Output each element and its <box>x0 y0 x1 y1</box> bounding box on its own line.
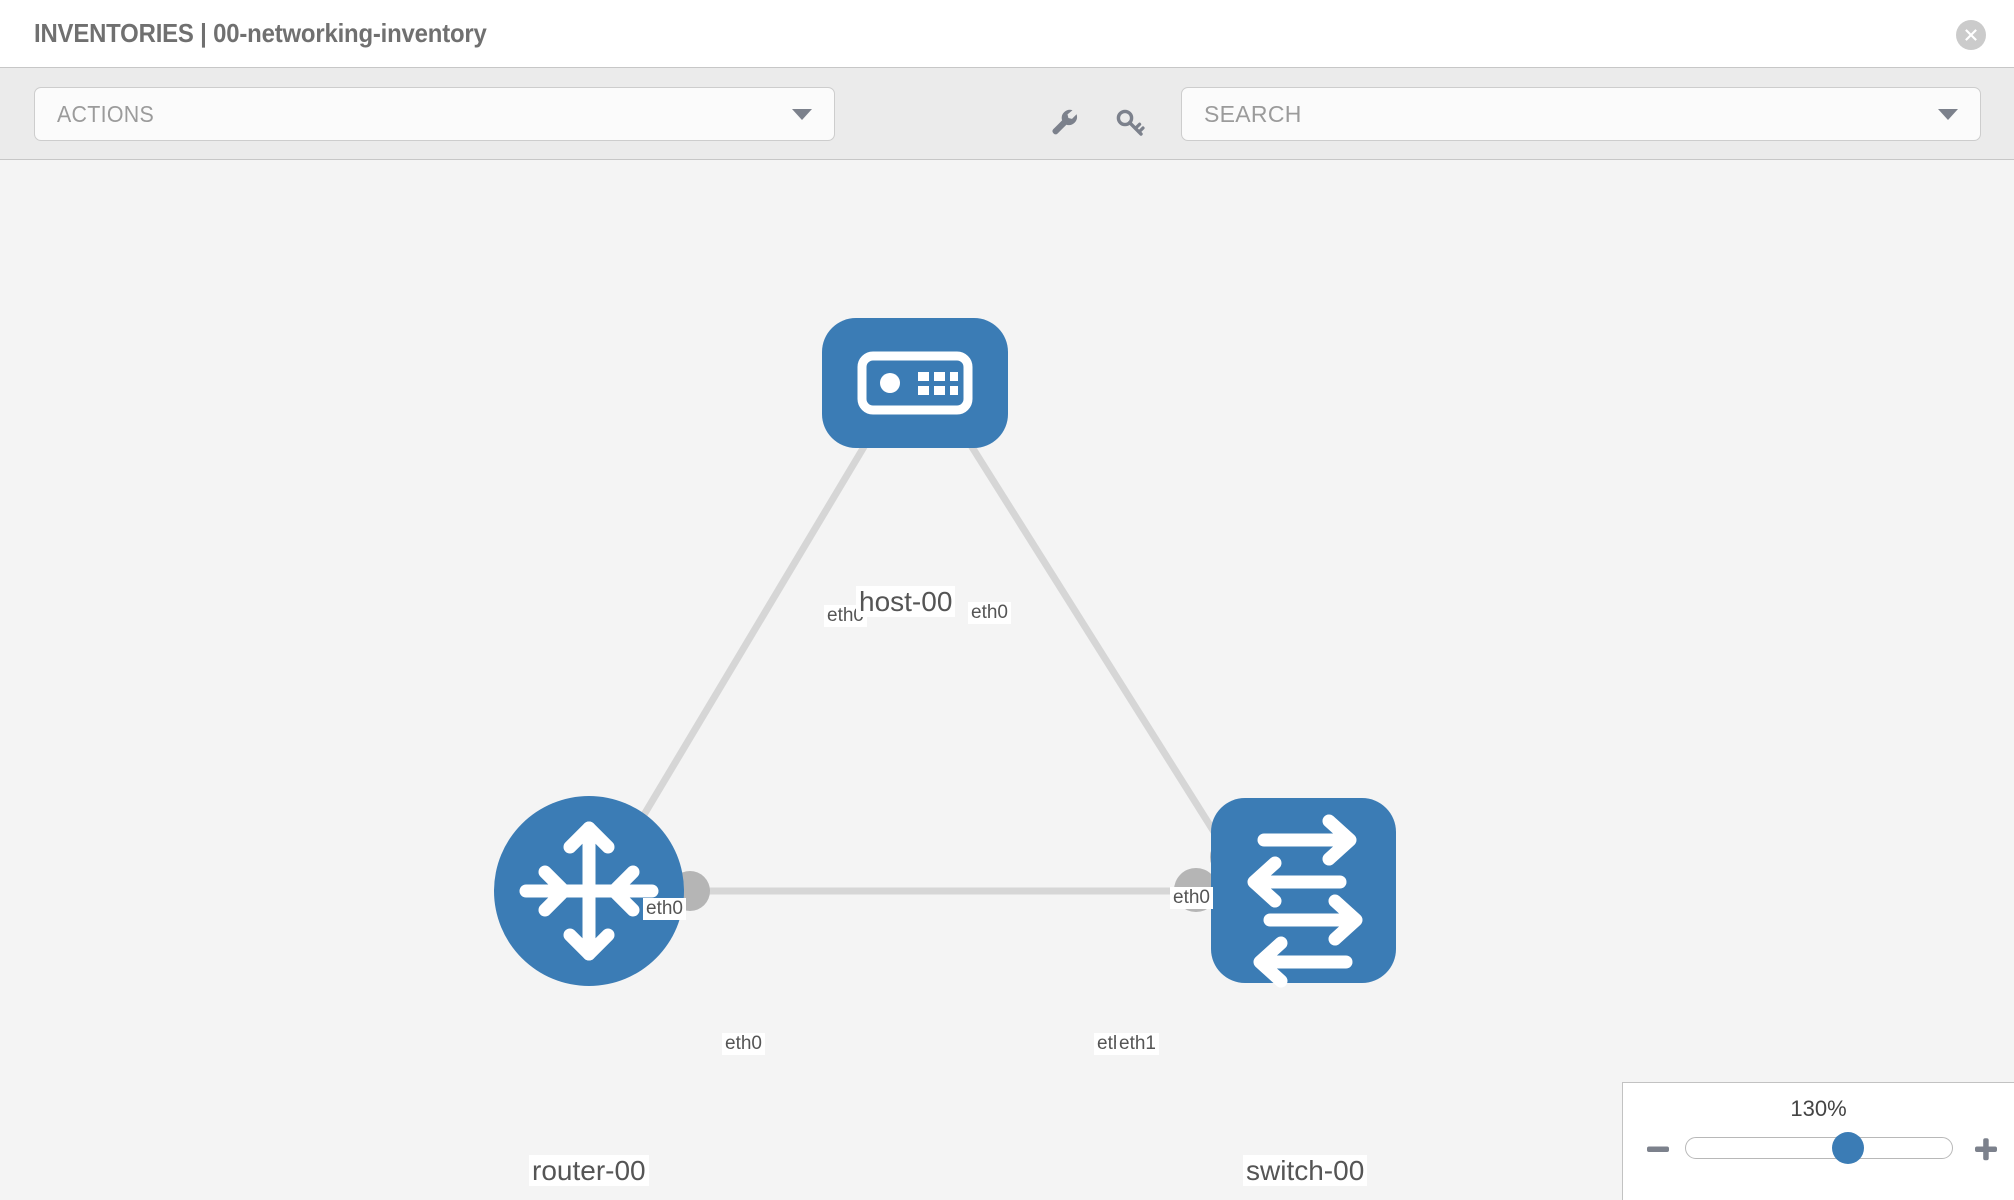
chevron-down-icon <box>792 108 812 120</box>
iface-label-switch-up: eth0 <box>1170 887 1213 909</box>
zoom-slider-track[interactable] <box>1685 1132 1953 1164</box>
page-title: INVENTORIES | 00-networking-inventory <box>34 18 487 48</box>
search-field[interactable]: SEARCH <box>1181 87 1981 141</box>
zoom-slider-row <box>1623 1129 2014 1169</box>
iface-label-host-left: eth0 <box>824 605 867 627</box>
toolbar: ACTIONS SEARCH <box>0 67 2014 160</box>
zoom-percent-label: 130% <box>1790 1096 1847 1121</box>
plus-icon <box>1975 1138 1997 1161</box>
topology-connectors <box>670 403 1254 912</box>
zoom-in-button[interactable] <box>1969 1132 2003 1166</box>
zoom-control-panel: 130% <box>1622 1082 2014 1200</box>
iface-label-router-up: eth0 <box>643 898 686 920</box>
search-input[interactable]: SEARCH <box>1204 100 1302 127</box>
node-host-00[interactable] <box>822 318 1008 448</box>
zoom-out-button[interactable] <box>1641 1132 1675 1166</box>
close-button[interactable] <box>1956 20 1986 50</box>
topology-edges <box>601 418 1241 895</box>
topology-canvas[interactable]: eth0 host-00 eth0 eth0 eth0 eth0 eth0 et… <box>0 160 2014 1200</box>
iface-label-router-eth0: eth0 <box>722 1033 765 1055</box>
wrench-button[interactable] <box>1044 104 1084 140</box>
iface-label-host-right: eth0 <box>968 602 1011 624</box>
minus-icon <box>1647 1146 1669 1152</box>
router-icon <box>519 821 659 961</box>
switch-icon <box>1247 814 1363 988</box>
key-icon <box>1116 109 1145 136</box>
actions-dropdown[interactable]: ACTIONS <box>34 87 835 141</box>
close-icon <box>1965 29 1977 41</box>
key-button[interactable] <box>1110 104 1150 140</box>
node-label-switch-00: switch-00 <box>1243 1155 1368 1187</box>
topology-graph <box>494 318 1396 988</box>
search-chevron-down-icon[interactable] <box>1938 108 1958 120</box>
page-header: INVENTORIES | 00-networking-inventory <box>0 0 2014 67</box>
zoom-slider-thumb[interactable] <box>1832 1132 1865 1164</box>
node-router-00[interactable] <box>494 796 684 986</box>
actions-dropdown-label: ACTIONS <box>57 100 155 127</box>
node-label-host-00: host-00 <box>856 586 956 618</box>
iface-label-switch-eth1: eth1 <box>1116 1033 1159 1055</box>
wrench-icon <box>1052 109 1078 135</box>
node-label-router-00: router-00 <box>529 1155 649 1187</box>
server-icon <box>857 351 973 415</box>
edge-host-router[interactable] <box>601 418 884 882</box>
node-switch-00[interactable] <box>1211 798 1396 988</box>
edge-host-switch[interactable] <box>952 418 1241 872</box>
